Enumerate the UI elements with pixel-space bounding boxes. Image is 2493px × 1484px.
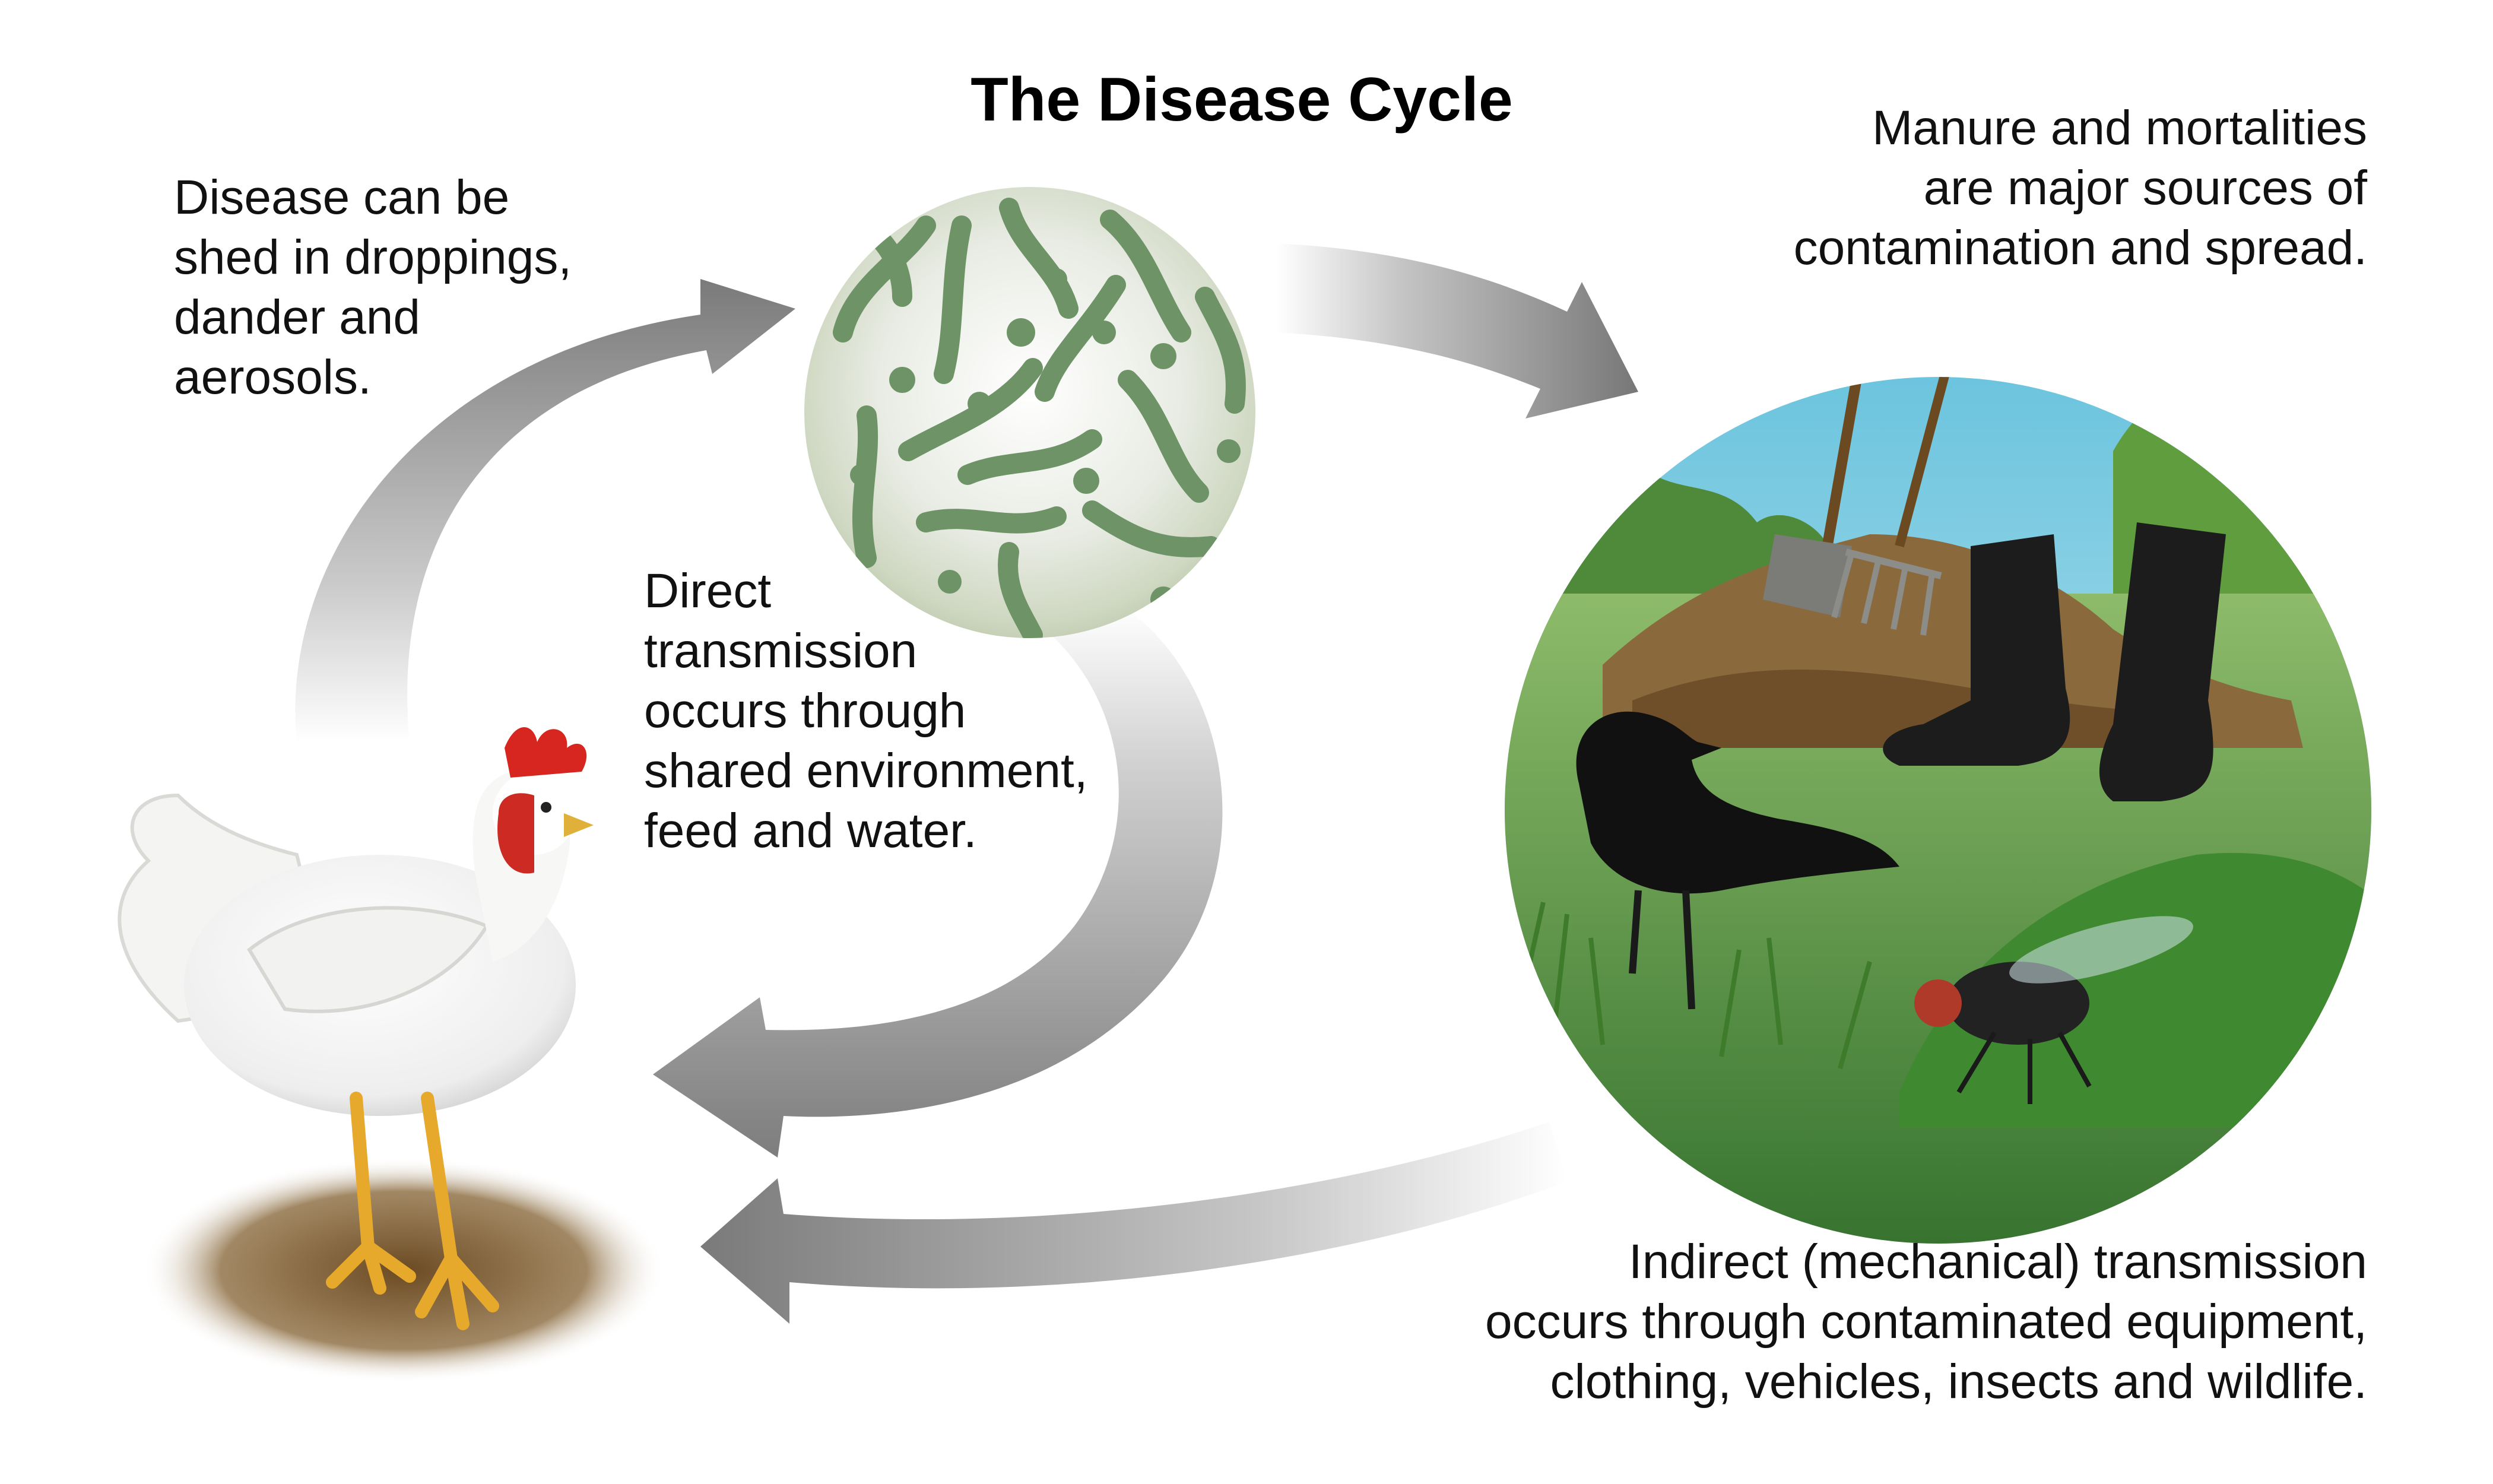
pathogen-micrograph (804, 187, 1255, 638)
pitchfork (1831, 377, 1958, 636)
label-direct-transmission: Direct transmission occurs through share… (644, 561, 1088, 861)
label-direct-line: feed and water. (644, 804, 977, 858)
label-indirect-line: clothing, vehicles, insects and wildlife… (1550, 1355, 2367, 1409)
label-direct-line: shared environment, (644, 744, 1088, 798)
label-shedding-line: Disease can be (174, 170, 510, 224)
chicken (118, 727, 665, 1383)
label-direct-line: occurs through (644, 684, 966, 738)
bacteria-cluster (833, 198, 1246, 638)
arrow-chicken-to-pathogen (295, 279, 795, 742)
label-indirect-line: Indirect (mechanical) transmission (1628, 1235, 2367, 1289)
fly (1914, 916, 2193, 1104)
contaminated-environment-scene (1505, 377, 2371, 1244)
chicken-comb (505, 727, 587, 778)
chicken-legs (326, 1092, 499, 1330)
diagram-title: The Disease Cycle (970, 65, 1513, 134)
label-manure-line: are major sources of (1923, 161, 2367, 215)
arrow-environment-to-chicken-indirect (700, 1122, 1567, 1324)
label-indirect-line: occurs through contaminated equipment, (1485, 1295, 2367, 1349)
label-manure: Manure and mortalities are major sources… (1794, 98, 2367, 278)
label-indirect-transmission: Indirect (mechanical) transmission occur… (1485, 1232, 2367, 1412)
label-direct-line: Direct (644, 564, 772, 618)
label-shedding-line: dander and (174, 290, 420, 344)
grass (1517, 902, 1872, 1070)
chicken-wattle (497, 793, 534, 874)
arrow-pathogen-to-environment (1276, 243, 1638, 418)
label-manure-line: contamination and spread. (1793, 221, 2367, 275)
cocci-cluster (850, 268, 1241, 613)
label-manure-line: Manure and mortalities (1872, 101, 2367, 155)
label-shedding-line: aerosols. (174, 350, 372, 404)
label-shedding-line: shed in droppings, (174, 230, 572, 284)
arrow-pathogen-to-chicken-direct (653, 605, 1223, 1158)
rubber-boots (1883, 522, 2226, 801)
leaf (1899, 852, 2371, 1128)
shovel (1763, 377, 1872, 617)
chicken-beak (564, 813, 594, 837)
label-shedding: Disease can be shed in droppings, dander… (174, 167, 572, 407)
crow (1576, 711, 1899, 1010)
label-direct-line: transmission (644, 624, 918, 678)
